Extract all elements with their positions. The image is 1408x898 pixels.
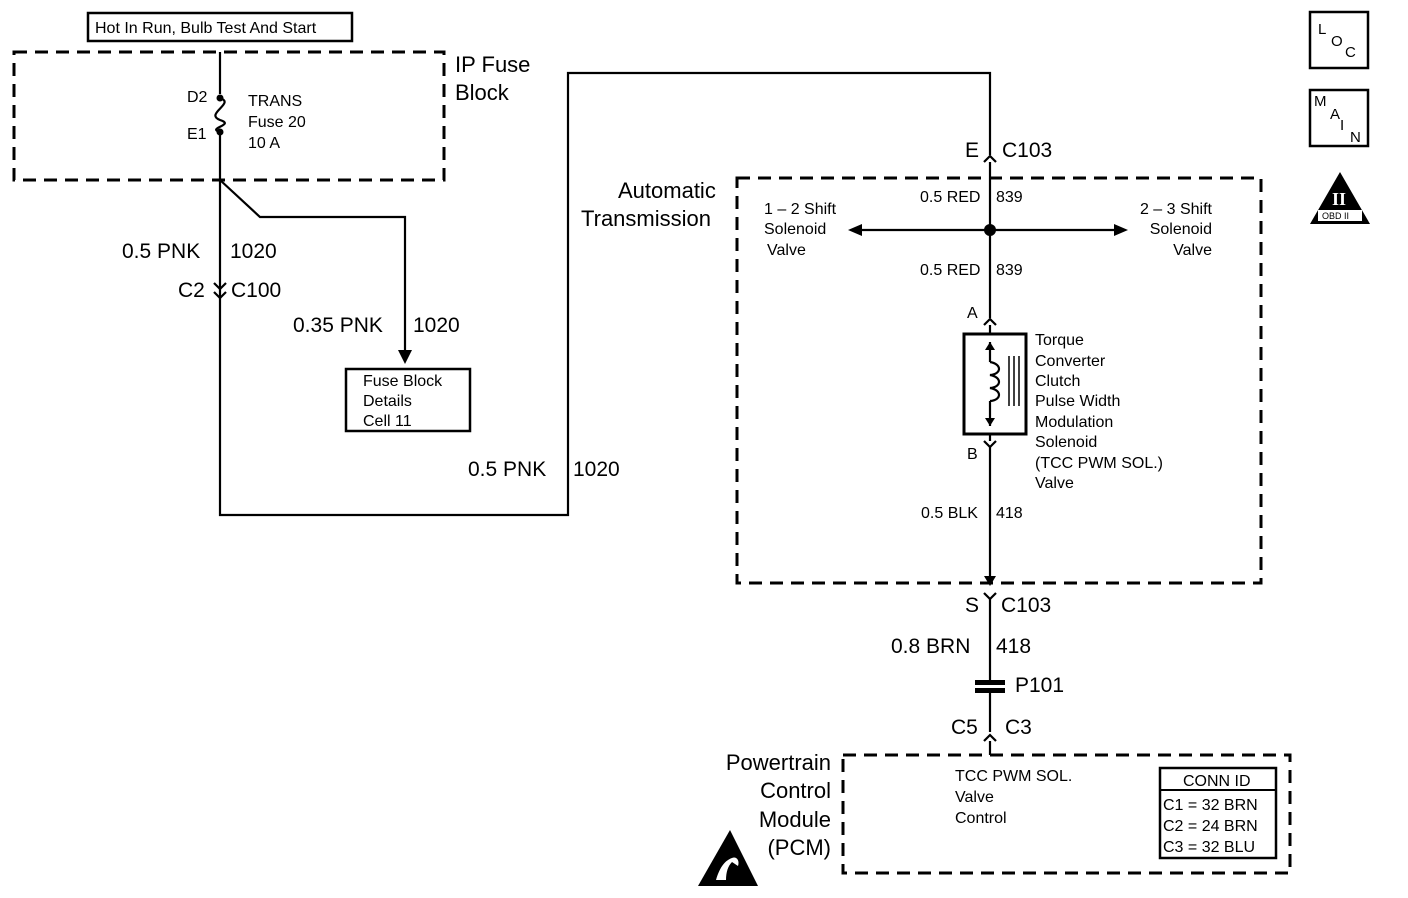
wire-label-size: 0.35 PNK xyxy=(293,314,383,337)
svg-text:Torque: Torque xyxy=(1035,332,1084,349)
svg-text:S: S xyxy=(965,594,979,617)
shift-solenoid-2-3-label: 2 – 3 Shift Solenoid Valve xyxy=(1140,201,1213,259)
svg-text:Valve: Valve xyxy=(1173,242,1212,259)
conn-id-row: C3 = 32 BLU xyxy=(1163,839,1255,856)
svg-text:C103: C103 xyxy=(1001,594,1051,617)
svg-text:C103: C103 xyxy=(1002,139,1052,162)
wire-label-circuit: 1020 xyxy=(413,314,460,337)
conn-id-table: CONN ID C1 = 32 BRN C2 = 24 BRN C3 = 32 … xyxy=(1158,766,1278,860)
svg-text:E: E xyxy=(965,139,979,162)
wire-label-circuit: 839 xyxy=(996,262,1023,279)
conn-id-row: C2 = 24 BRN xyxy=(1163,818,1258,835)
automatic-transmission: Automatic Transmission xyxy=(581,176,1263,585)
svg-text:Clutch: Clutch xyxy=(1035,373,1080,390)
connector-c103-top: E C103 xyxy=(965,139,1052,178)
wire-label-size: 0.5 RED xyxy=(920,262,980,279)
svg-text:Modulation: Modulation xyxy=(1035,414,1113,431)
svg-text:L: L xyxy=(1318,21,1326,38)
svg-text:TCC PWM SOL.: TCC PWM SOL. xyxy=(955,768,1072,785)
header-box: Hot In Run, Bulb Test And Start xyxy=(86,11,354,43)
connector-p101: P101 xyxy=(975,674,1064,732)
svg-text:OBD II: OBD II xyxy=(1322,211,1349,221)
svg-text:Pulse Width: Pulse Width xyxy=(1035,393,1120,410)
svg-text:Solenoid: Solenoid xyxy=(764,221,826,238)
svg-text:P101: P101 xyxy=(1015,674,1064,697)
svg-text:I: I xyxy=(1340,117,1344,134)
wire-red-839 xyxy=(848,178,1128,318)
svg-text:O: O xyxy=(1331,33,1343,50)
svg-text:C100: C100 xyxy=(231,279,281,302)
automatic-transmission-title: Automatic xyxy=(618,178,716,203)
pcm: Powertrain Control Module (PCM) TCC PWM … xyxy=(726,750,1292,875)
svg-text:M: M xyxy=(1314,93,1327,110)
svg-text:Converter: Converter xyxy=(1035,353,1106,370)
svg-text:Fuse Block: Fuse Block xyxy=(363,373,443,390)
svg-text:TRANS: TRANS xyxy=(248,93,302,110)
wire-label-size: 0.5 BLK xyxy=(921,505,978,522)
pin-d2: D2 xyxy=(187,89,208,106)
wire-label-circuit: 418 xyxy=(996,635,1031,658)
svg-text:N: N xyxy=(1350,129,1361,146)
tcc-pwm-solenoid-label: Torque Converter Clutch Pulse Width Modu… xyxy=(1035,332,1163,492)
wire-blk-418 xyxy=(984,447,996,586)
svg-text:C: C xyxy=(1345,44,1356,61)
svg-text:10 A: 10 A xyxy=(248,135,280,152)
main-icon[interactable]: M A I N xyxy=(1308,88,1370,148)
obd-ii-icon[interactable]: II OBD II xyxy=(1310,172,1370,224)
tcc-pwm-solenoid: A B xyxy=(962,305,1028,463)
conn-id-row: C1 = 32 BRN xyxy=(1163,797,1258,814)
svg-text:Control: Control xyxy=(760,778,831,803)
svg-text:C3: C3 xyxy=(1005,716,1032,739)
esd-warning-icon xyxy=(698,830,758,886)
pin-b: B xyxy=(967,446,978,463)
svg-text:Block: Block xyxy=(455,80,510,105)
wire-label-circuit: 839 xyxy=(996,189,1023,206)
wire-label-size: 0.8 BRN xyxy=(891,635,970,658)
connector-pcm-c3: C5 C3 xyxy=(951,716,1032,755)
ip-fuse-block: IP Fuse Block D2 E1 TRANS Fuse 20 10 A xyxy=(12,50,530,182)
svg-text:Transmission: Transmission xyxy=(581,206,711,231)
fuse-block-details-box[interactable]: Fuse Block Details Cell 11 xyxy=(344,367,472,433)
wire-label-size: 0.5 PNK xyxy=(122,240,200,263)
svg-text:Cell 11: Cell 11 xyxy=(363,413,412,430)
pin-a: A xyxy=(967,305,978,322)
trans-fuse-icon xyxy=(214,52,226,136)
loc-icon[interactable]: L O C xyxy=(1308,10,1370,70)
ip-fuse-block-title: IP Fuse xyxy=(455,52,530,77)
shift-solenoid-1-2-label: 1 – 2 Shift Solenoid Valve xyxy=(764,201,837,259)
connector-c103-bottom: S C103 xyxy=(965,592,1051,680)
wire-to-fuse-block-details xyxy=(219,179,412,364)
conn-id-header: CONN ID xyxy=(1183,773,1251,790)
svg-text:1 – 2 Shift: 1 – 2 Shift xyxy=(764,201,837,218)
pin-e1: E1 xyxy=(187,126,207,143)
wire-label-circuit: 1020 xyxy=(573,458,620,481)
wire-main-feed xyxy=(218,71,992,517)
svg-text:(PCM): (PCM) xyxy=(767,835,831,860)
wire-label-size: 0.5 PNK xyxy=(468,458,546,481)
svg-text:A: A xyxy=(1330,106,1340,123)
header-box-label: Hot In Run, Bulb Test And Start xyxy=(95,20,317,37)
wire-label-circuit: 418 xyxy=(996,505,1023,522)
svg-text:Control: Control xyxy=(955,810,1007,827)
svg-text:Solenoid: Solenoid xyxy=(1150,221,1212,238)
svg-text:Details: Details xyxy=(363,393,412,410)
svg-text:C5: C5 xyxy=(951,716,978,739)
connector-c100: C2 C100 xyxy=(178,279,281,302)
svg-text:Fuse 20: Fuse 20 xyxy=(248,114,306,131)
svg-text:Solenoid: Solenoid xyxy=(1035,434,1097,451)
pcm-title: Powertrain xyxy=(726,750,831,775)
svg-text:Valve: Valve xyxy=(955,789,994,806)
wire-label-size: 0.5 RED xyxy=(920,189,980,206)
svg-text:Module: Module xyxy=(759,807,831,832)
svg-text:(TCC PWM SOL.): (TCC PWM SOL.) xyxy=(1035,455,1163,472)
svg-text:2 – 3 Shift: 2 – 3 Shift xyxy=(1140,201,1213,218)
wire-label-circuit: 1020 xyxy=(230,240,277,263)
svg-text:C2: C2 xyxy=(178,279,205,302)
svg-text:Valve: Valve xyxy=(1035,475,1074,492)
svg-text:II: II xyxy=(1332,189,1346,209)
svg-text:Valve: Valve xyxy=(767,242,806,259)
